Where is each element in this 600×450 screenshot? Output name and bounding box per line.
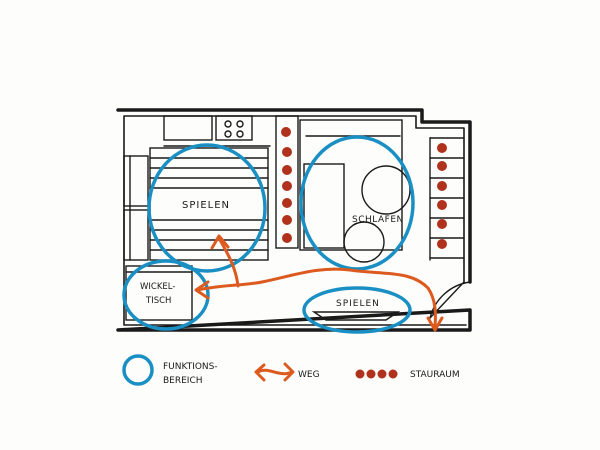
function-area-spielen [147, 143, 267, 273]
storage-dot [437, 200, 447, 210]
stove-burner [224, 120, 232, 128]
storage-column [275, 115, 299, 249]
play-shelf [311, 311, 401, 321]
legend-function-area-label-1: FUNKTIONS- [163, 362, 218, 372]
changing-table [125, 265, 193, 321]
storage-dot [437, 181, 447, 191]
round-pouf [361, 165, 411, 215]
legend-function-area-label-2: BEREICH [163, 376, 203, 386]
label-schlafen: SCHLAFEN [352, 215, 404, 225]
arrow-head-up [210, 234, 230, 250]
stove-burner [236, 120, 244, 128]
stove-burner [224, 130, 232, 138]
storage-dot [282, 215, 292, 225]
stove [215, 115, 253, 141]
legend: FUNKTIONS- BEREICH WEG STAURAUM [122, 354, 460, 386]
label-spielen: SPIELEN [182, 200, 230, 211]
circulation-path [194, 234, 444, 332]
legend-storage-icon [355, 369, 398, 379]
shelf-left [123, 155, 149, 207]
storage-dot [437, 143, 447, 153]
storage-dot [282, 165, 292, 175]
storage-dot [282, 147, 292, 157]
storage-dot [437, 161, 447, 171]
room-labels: SPIELEN SCHLAFEN WICKEL- TISCH SPIELEN [140, 200, 404, 309]
right-shelving [429, 137, 465, 261]
shelf-left [123, 209, 149, 261]
storage-dot [282, 181, 292, 191]
bed-mattress [303, 163, 345, 249]
function-areas [122, 135, 415, 334]
storage-dot [281, 127, 291, 137]
legend-storage-label: STAURAUM [410, 370, 460, 380]
label-spielen-small: SPIELEN [336, 299, 380, 309]
legend-path-label: WEG [298, 370, 320, 380]
storage-dot [437, 239, 447, 249]
arrow-head-down [426, 316, 444, 332]
bed-frame [299, 119, 403, 251]
storage-dot [282, 198, 292, 208]
legend-function-area-icon [122, 354, 154, 386]
stove-burner [236, 130, 244, 138]
round-pouf [343, 221, 385, 263]
storage-dots [281, 127, 447, 249]
storage-dot [282, 233, 292, 243]
arrow-head-left [194, 280, 210, 300]
cabinet-top-left [163, 115, 213, 141]
play-mat-stripes [149, 157, 269, 251]
path-main [195, 267, 437, 328]
legend-path-icon [254, 362, 295, 382]
label-wickeltisch-2: TISCH [145, 296, 171, 306]
function-area-wickeltisch [122, 259, 210, 331]
storage-dot [437, 219, 447, 229]
label-wickeltisch-1: WICKEL- [140, 282, 175, 292]
path-branch-up [218, 238, 240, 288]
outer-wall [116, 108, 472, 332]
function-area-schlafen [299, 135, 415, 271]
function-area-spielen-small [302, 286, 412, 334]
